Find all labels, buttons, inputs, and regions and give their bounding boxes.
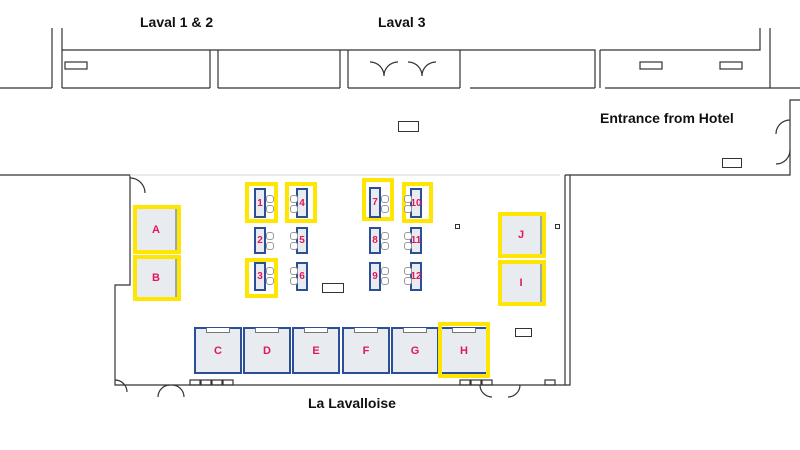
fixture: [722, 158, 742, 168]
chair-icon: [290, 205, 298, 213]
highlight-table-10: [402, 182, 433, 223]
table-7[interactable]: 7: [369, 187, 381, 218]
chair-icon: [290, 195, 298, 203]
fixture: [555, 224, 560, 229]
booth-h[interactable]: H: [440, 327, 488, 374]
highlight-booth-a: [133, 205, 181, 254]
fixture: [398, 121, 419, 132]
table-12[interactable]: 12: [410, 262, 422, 291]
booth-j[interactable]: J: [502, 216, 542, 254]
chair-icon: [266, 277, 274, 285]
highlight-table-1: [245, 182, 278, 223]
highlight-booth-i: [498, 260, 546, 306]
table-4[interactable]: 4: [296, 188, 308, 218]
chair-icon: [404, 232, 412, 240]
chair-icon: [290, 242, 298, 250]
chair-icon: [404, 242, 412, 250]
highlight-booth-h: [438, 322, 490, 378]
chair-icon: [266, 232, 274, 240]
chair-icon: [290, 232, 298, 240]
fixture: [322, 283, 344, 293]
chair-icon: [266, 242, 274, 250]
fixture: [455, 224, 460, 229]
table-3[interactable]: 3: [254, 262, 266, 291]
chair-icon: [404, 205, 412, 213]
highlight-booth-b: [133, 255, 181, 301]
table-2[interactable]: 2: [254, 227, 266, 254]
table-8[interactable]: 8: [369, 227, 381, 254]
chair-icon: [266, 205, 274, 213]
table-6[interactable]: 6: [296, 262, 308, 291]
table-9[interactable]: 9: [369, 262, 381, 291]
chair-icon: [290, 267, 298, 275]
booth-c[interactable]: C: [194, 327, 242, 374]
highlight-table-3: [245, 258, 278, 298]
highlight-booth-j: [498, 212, 546, 258]
room-label-la-lavalloise: La Lavalloise: [308, 395, 396, 411]
room-label-laval-1-2: Laval 1 & 2: [140, 14, 214, 30]
booth-d[interactable]: D: [243, 327, 291, 374]
highlight-table-7: [362, 178, 394, 221]
chair-icon: [290, 277, 298, 285]
table-10[interactable]: 10: [410, 188, 422, 218]
chair-icon: [381, 195, 389, 203]
chair-icon: [381, 205, 389, 213]
booth-g[interactable]: G: [391, 327, 439, 374]
fixture: [515, 328, 532, 337]
entrance-label: Entrance from Hotel: [600, 110, 734, 126]
booth-f[interactable]: F: [342, 327, 390, 374]
highlight-table-4: [285, 182, 317, 223]
chair-icon: [381, 277, 389, 285]
table-11[interactable]: 11: [410, 227, 422, 254]
chair-icon: [381, 267, 389, 275]
chair-icon: [404, 267, 412, 275]
chair-icon: [404, 195, 412, 203]
room-label-laval-3: Laval 3: [378, 14, 426, 30]
booth-a[interactable]: A: [137, 209, 177, 250]
chair-icon: [266, 267, 274, 275]
chair-icon: [266, 195, 274, 203]
chair-icon: [404, 277, 412, 285]
table-5[interactable]: 5: [296, 227, 308, 254]
booth-i[interactable]: I: [502, 264, 542, 302]
table-1[interactable]: 1: [254, 188, 266, 218]
booth-b[interactable]: B: [137, 259, 177, 297]
booth-e[interactable]: E: [292, 327, 340, 374]
chair-icon: [381, 242, 389, 250]
chair-icon: [381, 232, 389, 240]
